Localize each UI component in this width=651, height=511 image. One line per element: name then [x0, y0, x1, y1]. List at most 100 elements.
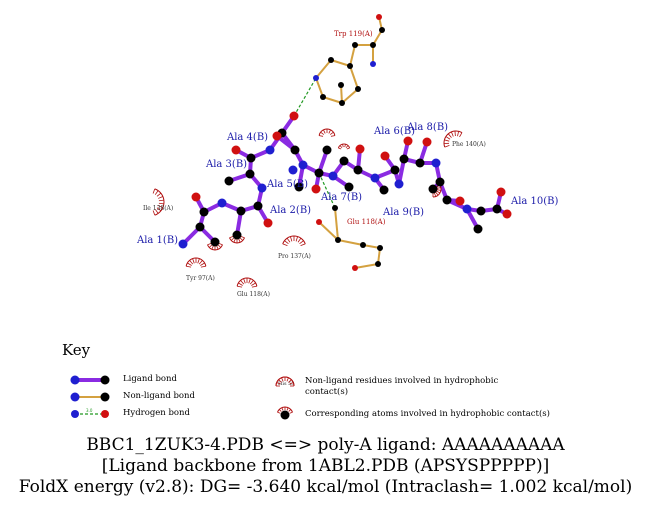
ligand-atom-37 [415, 158, 425, 168]
key-residue-lashes-spoke-5 [286, 377, 289, 382]
key-corresponding-atoms-label: Corresponding atoms involved in hydropho… [305, 409, 550, 419]
residue-label-ala5: Ala 5(B) [266, 179, 308, 190]
hydrophobic-label-ile138: Ile 138(A) [143, 205, 173, 212]
hydrophobic-atom-arc-2-spoke-5 [208, 244, 213, 248]
hydrophobic-atom-arc-4-spoke-5 [433, 192, 437, 197]
hydrophobic-arc-tyr97-spoke-1 [187, 262, 192, 266]
ligand-atom-20 [298, 160, 308, 170]
ligand-atom-11 [245, 169, 255, 179]
hydrophobic-arc-glu118-spoke-0 [237, 285, 243, 288]
ligand-atom-17 [289, 111, 299, 121]
key-atom-lashes-spoke-4 [286, 407, 289, 411]
hydrophobic-arc-glu118-spoke-6 [249, 280, 254, 285]
ligand-atom-10 [257, 183, 267, 193]
ligand-atom-48 [496, 187, 506, 197]
hydrophobic-atom-arc-4-spoke-1 [436, 187, 441, 189]
ligand-atom-13 [246, 153, 256, 163]
nonligand-atom-1 [379, 27, 385, 33]
hydrophobic-arc-pro137-spoke-8 [300, 243, 306, 246]
hydrophobic-arc-tyr97-spoke-5 [197, 258, 200, 264]
key-nonligand-hydrophobic-label: Non-ligand residues involved in hydropho… [305, 376, 499, 397]
key-residue-lashes [275, 376, 295, 387]
key-ligand-bond-atom-n [70, 375, 80, 385]
ligand-atom-24 [311, 184, 321, 194]
hydrophobic-arc-ile138-spoke-3 [158, 196, 164, 199]
hydrophobic-arc-phe140-spoke-8 [459, 132, 463, 138]
key-title: Key [62, 341, 91, 359]
hydrophobic-arc-glu118 [236, 277, 258, 288]
ligand-atom-27 [344, 182, 354, 192]
ligand-atom-40 [435, 177, 445, 187]
ligand-atom-30 [370, 173, 380, 183]
ligand-atom-34 [394, 179, 404, 189]
nonligand-atom-12 [316, 219, 322, 225]
hydrophobic-atom-arc-5-spoke-2 [342, 144, 344, 148]
nonligand-bond-11 [340, 84, 343, 104]
hydrophobic-arc-ile138-spoke-5 [158, 202, 164, 205]
hydrophobic-arc-phe140-spoke-4 [447, 133, 452, 138]
key-hbond-atom-n [71, 410, 79, 418]
nonligand-atom-17 [375, 261, 381, 267]
ligand-atom-44 [462, 204, 472, 214]
nonligand-bond-9 [341, 88, 359, 104]
hydrophobic-atom-arc-3-spoke-0 [319, 135, 324, 137]
hydrophobic-arc-tyr97-spoke-8 [200, 265, 206, 268]
ligand-atom-45 [473, 224, 483, 234]
residue-label-ala10: Ala 10(B) [510, 196, 559, 207]
key-atom-lashes-spoke-5 [288, 409, 292, 412]
key-nonligand-bond-atom-n [70, 392, 80, 402]
nonligand-bond-7 [315, 77, 324, 98]
hydrophobic-arc-glu118-spoke-5 [248, 278, 251, 284]
residue-label-ala8: Ala 8(B) [406, 122, 448, 133]
nonligand-atom-11 [338, 82, 344, 88]
hydrophobic-atom-arc-5-spoke-1 [339, 145, 343, 149]
hydrophobic-atom-arc-1-spoke-6 [229, 235, 234, 239]
key-corresponding-atom-arc [277, 406, 293, 414]
nonligand-atom-8 [320, 94, 326, 100]
hydrophobic-atom-arc-5-arc [337, 143, 351, 149]
hydrophobic-arc-glu118-spoke-8 [251, 285, 257, 288]
caption-line-3: FoldX energy (v2.8): DG= -3.640 kcal/mol… [18, 477, 633, 497]
residue-label-ala6: Ala 6(B) [373, 126, 415, 137]
nonligand-bond-4 [349, 44, 356, 67]
ligand-atom-26 [339, 156, 349, 166]
ligand-atom-35 [399, 154, 409, 164]
ligand-atom-39 [431, 158, 441, 168]
key-residue-lashes-spoke-3 [281, 377, 284, 382]
hydrophobic-arc-ile138-spoke-0 [152, 188, 156, 194]
residue-label-ala7: Ala 7(B) [320, 192, 362, 203]
ligand-atom-8 [253, 201, 263, 211]
ligand-atom-0 [178, 239, 188, 249]
hydrophobic-arc-pro137-spoke-6 [297, 237, 302, 243]
ligand-atom-32 [390, 165, 400, 175]
hydrophobic-atom-arc-3-spoke-4 [328, 129, 331, 134]
nonligand-atom-18 [352, 265, 358, 271]
hydrophobic-arc-glu118-spoke-7 [251, 282, 256, 286]
nonligand-atom-6 [328, 57, 334, 63]
hydrophobic-arc-pro137 [282, 235, 306, 246]
key-residue-lashes-spoke-1 [276, 382, 281, 385]
hydrophobic-arc-phe140-spoke-3 [445, 136, 451, 140]
ligand-atom-21 [294, 182, 304, 192]
key-hydrogen-bond-label: Hydrogen bond [123, 408, 190, 418]
hydrophobic-arc-glu118-spoke-2 [240, 280, 245, 285]
ligand-atom-9 [263, 218, 273, 228]
ligand-atom-2 [210, 237, 220, 247]
hydrophobic-atom-arc-1-spoke-5 [230, 237, 235, 241]
hydrophobic-atom-arc-2-spoke-4 [211, 245, 214, 250]
ligand-atom-36 [403, 136, 413, 146]
key-atom-lashes-spoke-6 [289, 411, 293, 414]
hydrophobic-atom-arc-4-spoke-2 [436, 189, 441, 191]
hydrophobic-arc-glu118-spoke-1 [238, 282, 243, 286]
ligand-atom-5 [217, 198, 227, 208]
residue-label-glu118: Glu 118(A) [347, 218, 386, 226]
hydrophobic-atom-arc-2-spoke-2 [216, 245, 219, 250]
ligand-atom-42 [442, 195, 452, 205]
nonligand-bond-10 [349, 65, 359, 90]
residue-label-trp119: Trp 119(A) [334, 30, 373, 38]
hydrophobic-atom-arc-3-spoke-2 [323, 129, 326, 134]
hydrophobic-label-tyr97: Tyr 97(A) [186, 275, 215, 282]
nonligand-bond-6 [315, 59, 332, 79]
hydrophobic-arc-tyr97-spoke-6 [198, 260, 203, 265]
key-residue-lashes-spoke-7 [289, 382, 294, 385]
